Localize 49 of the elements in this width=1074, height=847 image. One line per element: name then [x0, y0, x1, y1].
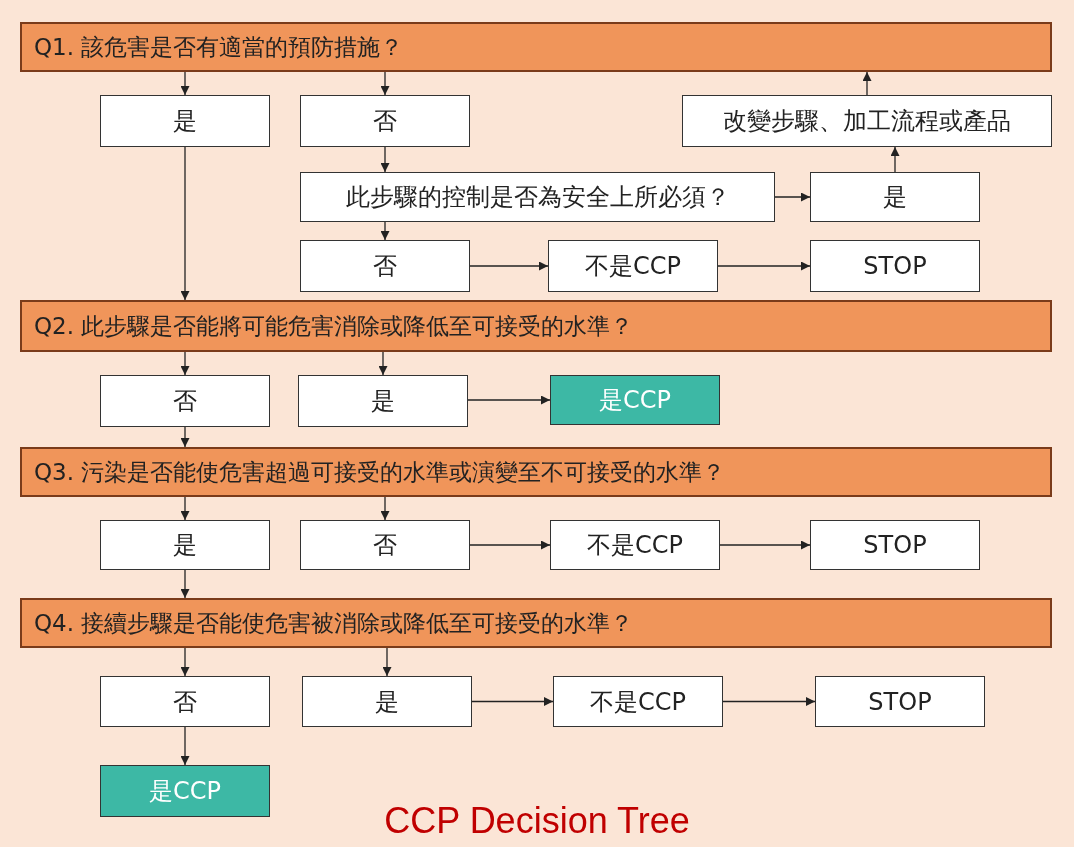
arrow	[180, 426, 190, 448]
arrow	[774, 192, 811, 202]
arrow	[862, 71, 872, 96]
answer-box: 此步驟的控制是否為安全上所必須？	[300, 172, 775, 222]
answer-box: 否	[100, 375, 270, 427]
arrow	[180, 726, 190, 766]
arrow	[180, 569, 190, 599]
answer-box: 是	[100, 520, 270, 570]
arrow	[719, 540, 811, 550]
answer-box: 改變步驟、加工流程或產品	[682, 95, 1052, 147]
answer-box: 否	[300, 95, 470, 147]
answer-box: 是	[298, 375, 468, 427]
answer-box: 是	[810, 172, 980, 222]
arrow	[378, 351, 388, 376]
question-band: Q3. 污染是否能使危害超過可接受的水準或演變至不可接受的水準？	[20, 447, 1052, 497]
arrow	[180, 71, 190, 96]
answer-box: 否	[100, 676, 270, 727]
arrow	[180, 496, 190, 521]
answer-box: 不是CCP	[548, 240, 718, 292]
arrow	[380, 221, 390, 241]
result-box: 是CCP	[550, 375, 720, 425]
answer-box: STOP	[810, 520, 980, 570]
answer-box: 是	[100, 95, 270, 147]
arrow	[180, 647, 190, 677]
arrow	[469, 261, 549, 271]
question-band: Q2. 此步驟是否能將可能危害消除或降低至可接受的水準？	[20, 300, 1052, 352]
arrow	[890, 146, 900, 173]
caption: CCP Decision Tree	[383, 800, 691, 842]
arrow	[469, 540, 551, 550]
answer-box: STOP	[810, 240, 980, 292]
answer-box: 否	[300, 520, 470, 570]
arrow	[382, 647, 392, 677]
arrow	[180, 351, 190, 376]
arrow	[722, 697, 816, 706]
arrow	[380, 496, 390, 521]
answer-box: 是	[302, 676, 472, 727]
arrow	[467, 395, 551, 405]
answer-box: STOP	[815, 676, 985, 727]
arrow	[471, 697, 554, 706]
question-band: Q4. 接續步驟是否能使危害被消除或降低至可接受的水準？	[20, 598, 1052, 648]
answer-box: 不是CCP	[553, 676, 723, 727]
arrow	[380, 146, 390, 173]
arrow	[380, 71, 390, 96]
question-band: Q1. 該危害是否有適當的預防措施？	[20, 22, 1052, 72]
arrow	[717, 261, 811, 271]
result-box: 是CCP	[100, 765, 270, 817]
answer-box: 否	[300, 240, 470, 292]
arrow	[180, 146, 190, 301]
answer-box: 不是CCP	[550, 520, 720, 570]
